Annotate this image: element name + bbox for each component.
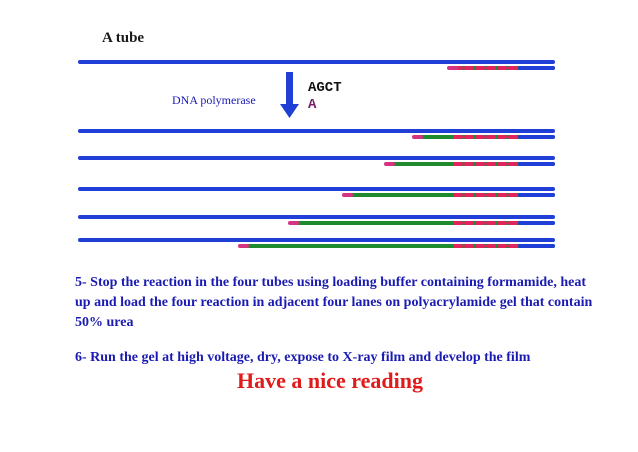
strand-group [78,60,555,248]
enzyme-label: DNA polymerase [172,93,256,107]
closing-message: Have a nice reading [237,368,423,393]
page-title: A tube [102,30,145,46]
step-6-text: 6- Run the gel at high voltage, dry, exp… [75,350,531,365]
incorporated-nucleotide: A [308,97,317,113]
nucleotide-legend: AGCT A [308,80,342,114]
dna-synthesis-diagram [78,60,555,248]
step-5-text: 5- Stop the reaction in the four tubes u… [75,275,593,330]
nucleotide-set: AGCT [308,80,342,96]
down-arrow-icon [280,72,299,118]
